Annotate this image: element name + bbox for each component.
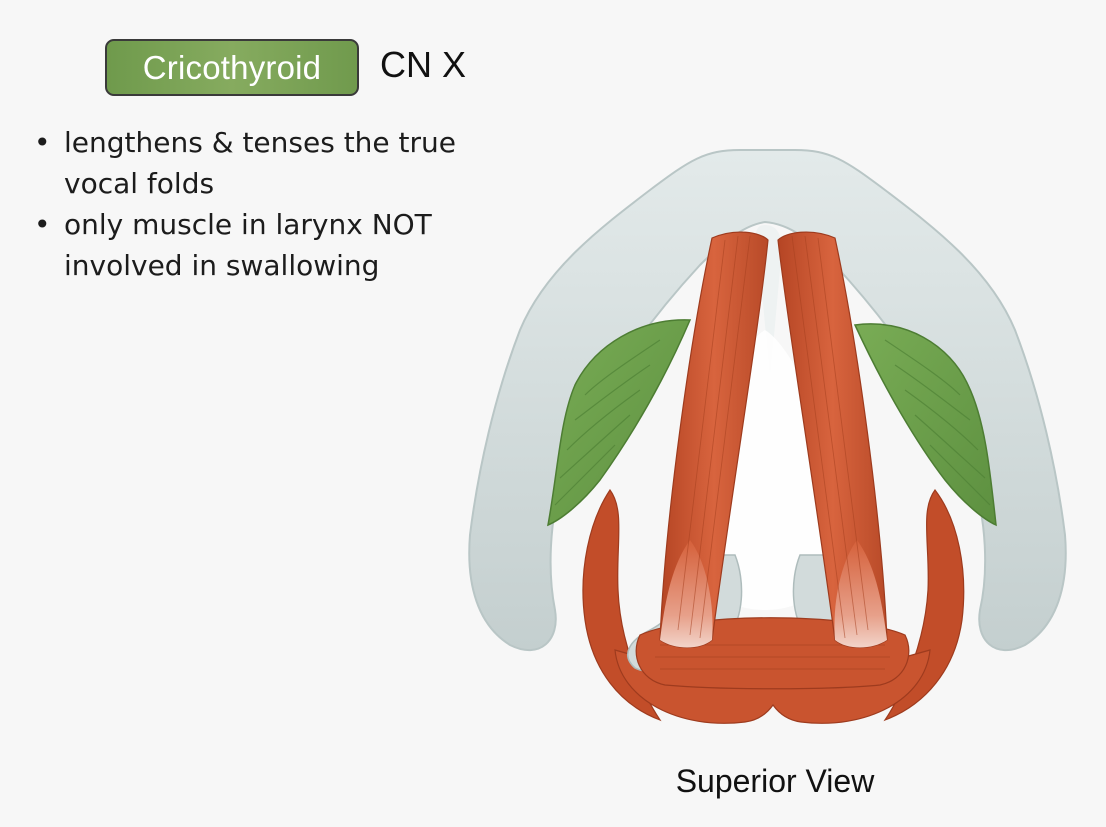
lateral-cricoarytenoid-left — [582, 488, 662, 722]
thyroarytenoid-right — [777, 231, 888, 649]
view-caption: Superior View — [675, 763, 875, 799]
bullet-item: only muscle in larynx NOT involved in sw… — [34, 204, 494, 286]
muscle-name-label: Cricothyroid — [142, 48, 322, 86]
innervation-label: CN X — [380, 44, 467, 85]
bullet-item: lengthens & tenses the true vocal folds — [34, 122, 494, 204]
cricothyroid-right — [853, 323, 997, 527]
function-bullet-list: lengthens & tenses the true vocal folds … — [34, 122, 494, 286]
thyroarytenoid-left — [659, 231, 769, 649]
larynx-superior-view-diagram — [468, 149, 1067, 724]
lateral-cricoarytenoid-right — [883, 489, 965, 722]
muscle-name-badge: Cricothyroid — [105, 39, 359, 96]
cricothyroid-left — [547, 319, 692, 527]
